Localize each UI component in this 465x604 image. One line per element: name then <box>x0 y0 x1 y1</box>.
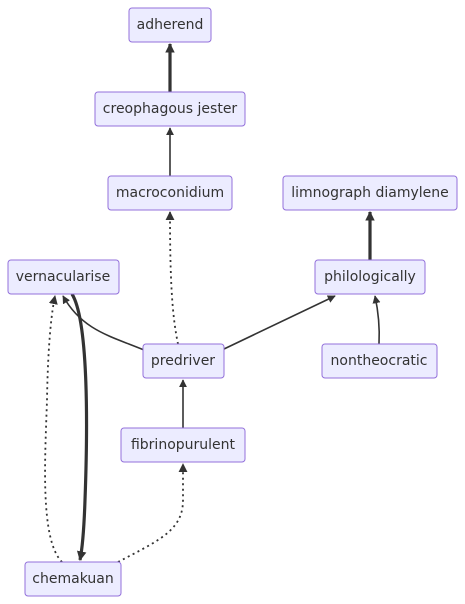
node-predriver-label: predriver <box>151 353 215 369</box>
node-fibrinopurulent[interactable]: fibrinopurulent <box>120 427 246 463</box>
node-creophagous-jester-box <box>94 91 246 127</box>
node-creophagous-jester[interactable]: creophagous jester <box>94 91 246 127</box>
node-limnograph-diamylene-box <box>282 175 458 211</box>
node-macroconidium[interactable]: macroconidium <box>107 175 233 211</box>
node-chemakuan-label: chemakuan <box>32 571 113 587</box>
nodes-layer: adherend creophagous jester macroconidiu… <box>7 7 458 597</box>
node-vernacularise[interactable]: vernacularise <box>7 259 120 295</box>
edge-predriver-to-macroconidium <box>165 211 179 345</box>
edge-nontheocratic-to-philologically <box>372 295 381 345</box>
node-predriver-box <box>142 343 225 379</box>
node-limnograph-diamylene-label: limnograph diamylene <box>291 185 449 201</box>
node-predriver[interactable]: predriver <box>142 343 225 379</box>
node-vernacularise-box <box>7 259 120 295</box>
node-nontheocratic-label: nontheocratic <box>331 353 428 369</box>
node-nontheocratic[interactable]: nontheocratic <box>321 343 438 379</box>
node-limnograph-diamylene[interactable]: limnograph diamylene <box>282 175 458 211</box>
node-philologically[interactable]: philologically <box>314 259 426 295</box>
node-chemakuan[interactable]: chemakuan <box>24 561 122 597</box>
edge-vernacularise-to-chemakuan <box>70 293 89 561</box>
node-creophagous-jester-label: creophagous jester <box>103 101 238 117</box>
node-macroconidium-label: macroconidium <box>116 185 224 201</box>
edges-layer <box>44 43 381 563</box>
node-philologically-label: philologically <box>324 269 416 285</box>
edge-chemakuan-to-vernacularise <box>44 295 63 563</box>
node-adherend-box <box>128 7 212 43</box>
node-adherend-label: adherend <box>137 17 204 33</box>
node-adherend[interactable]: adherend <box>128 7 212 43</box>
node-macroconidium-box <box>107 175 233 211</box>
node-chemakuan-box <box>24 561 122 597</box>
edge-predriver-to-philologically <box>223 295 336 350</box>
edge-predriver-to-vernacularise <box>62 295 145 351</box>
node-nontheocratic-box <box>321 343 438 379</box>
edge-chemakuan-to-fibrinopurulent <box>117 463 188 563</box>
node-fibrinopurulent-box <box>120 427 246 463</box>
node-philologically-box <box>314 259 426 295</box>
node-vernacularise-label: vernacularise <box>16 269 110 285</box>
node-fibrinopurulent-label: fibrinopurulent <box>131 437 236 453</box>
